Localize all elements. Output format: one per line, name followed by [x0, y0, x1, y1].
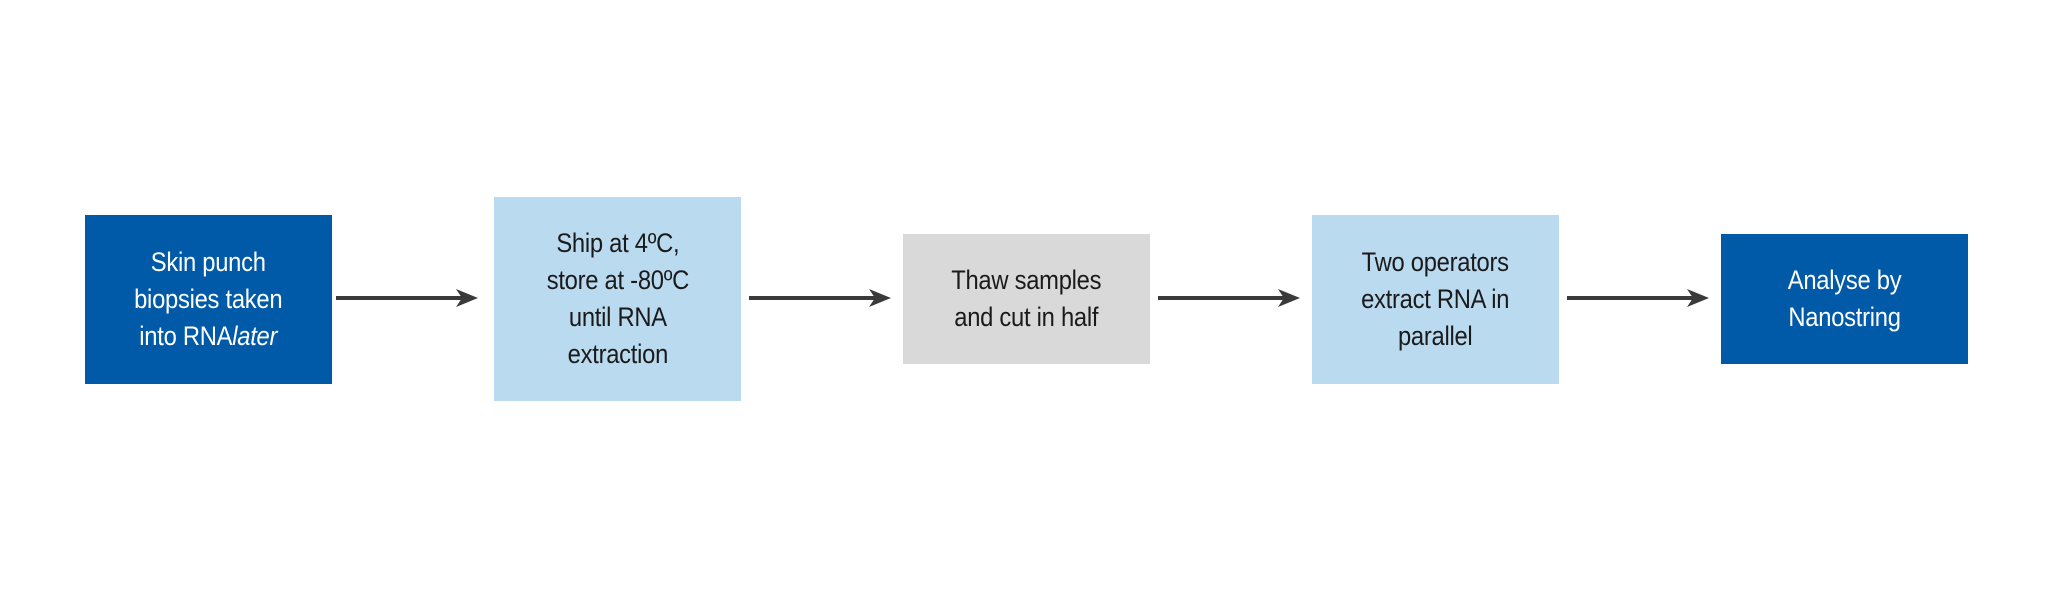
step-label: Analyse by Nanostring	[1788, 262, 1902, 336]
step-label-line: into RNAlater	[134, 318, 282, 355]
step-label-line: Thaw samples	[951, 265, 1102, 295]
flow-arrow	[1567, 289, 1709, 307]
flow-arrow	[749, 289, 891, 307]
step-label: Skin punch biopsies taken into RNAlater	[134, 244, 282, 355]
step-label-text: into RNA	[139, 321, 233, 351]
step-label-line: Skin punch	[151, 247, 266, 277]
step-label: Ship at 4ºC, store at -80ºC until RNA ex…	[546, 225, 689, 373]
step-box-skin-punch-biopsies: Skin punch biopsies taken into RNAlater	[85, 215, 332, 384]
flow-arrow	[336, 289, 478, 307]
step-label-line: and cut in half	[954, 302, 1099, 332]
step-label-line: until RNA	[568, 302, 667, 332]
step-label-line: store at -80ºC	[546, 265, 689, 295]
step-box-analyse-nanostring: Analyse by Nanostring	[1721, 234, 1968, 364]
step-label: Two operators extract RNA in parallel	[1361, 244, 1509, 355]
step-label-line: parallel	[1398, 321, 1473, 351]
step-label-line: Nanostring	[1788, 302, 1901, 332]
step-label-line: Two operators	[1361, 247, 1510, 277]
step-label-line: Ship at 4ºC,	[555, 228, 680, 258]
step-label: Thaw samples and cut in half	[951, 262, 1101, 336]
step-label-italic-text: later	[232, 321, 278, 351]
step-label-line: Analyse by	[1787, 265, 1902, 295]
step-box-extract-rna: Two operators extract RNA in parallel	[1312, 215, 1559, 384]
step-box-thaw-and-cut: Thaw samples and cut in half	[903, 234, 1150, 364]
step-label-line: extraction	[567, 339, 668, 369]
step-label-line: extract RNA in	[1361, 284, 1510, 314]
flow-arrow	[1158, 289, 1300, 307]
step-label-line: biopsies taken	[134, 284, 283, 314]
step-box-ship-and-store: Ship at 4ºC, store at -80ºC until RNA ex…	[494, 197, 741, 401]
